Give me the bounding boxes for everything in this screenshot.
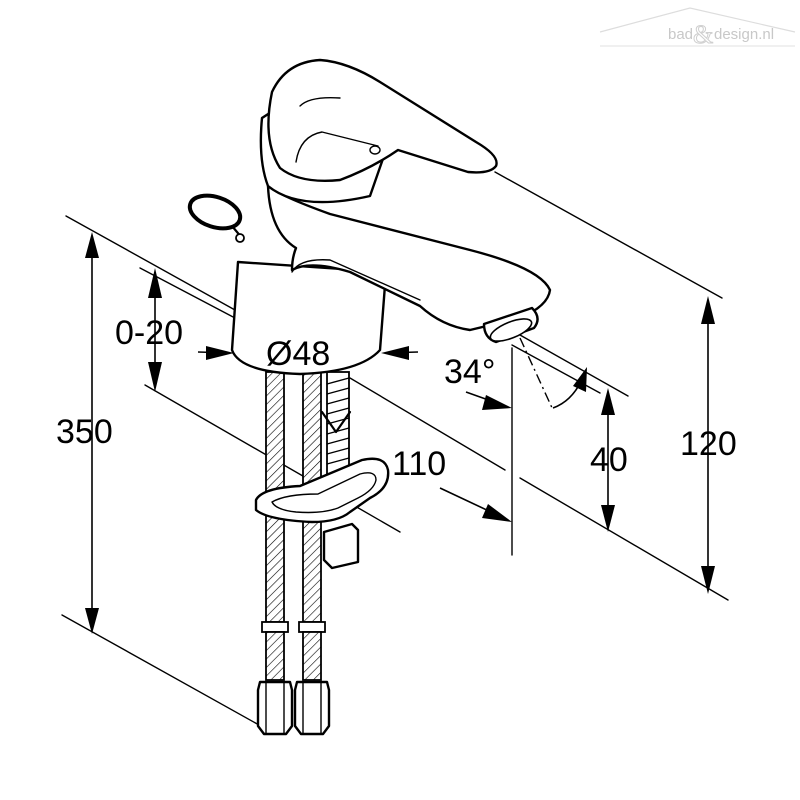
label-angle: 34° <box>444 353 495 391</box>
dim-120 <box>701 296 715 594</box>
dim-110 <box>439 487 512 522</box>
dim-0-20 <box>148 268 162 392</box>
supply-hoses <box>256 371 331 736</box>
extension-lines <box>61 171 729 731</box>
label-0-20: 0-20 <box>115 314 183 352</box>
dim-350 <box>85 232 99 634</box>
label-110: 110 <box>392 445 446 483</box>
watermark-logo: bad & design.nl <box>599 7 796 50</box>
dim-diameter-arrows <box>197 346 419 360</box>
dim-angle-arrows <box>465 367 587 410</box>
dim-40 <box>601 388 615 532</box>
mounting-bracket <box>254 457 390 570</box>
watermark-prefix: bad <box>668 26 693 43</box>
label-120: 120 <box>680 425 737 463</box>
watermark-amp: & <box>693 20 713 49</box>
label-diameter: Ø48 <box>266 335 330 373</box>
faucet-body <box>187 58 552 376</box>
label-40: 40 <box>590 441 628 479</box>
watermark-suffix: design.nl <box>714 26 774 43</box>
label-350: 350 <box>56 413 113 451</box>
